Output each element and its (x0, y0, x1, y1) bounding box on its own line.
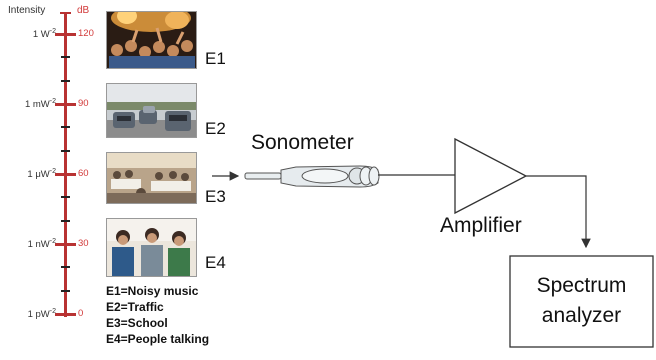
intensity-label-60: 1 μW-2 (27, 168, 56, 181)
example-label-e4: E4 (205, 253, 226, 272)
db-label-30: 30 (78, 238, 89, 249)
intensity-label-30: 1 nW-2 (27, 238, 56, 251)
amplifier-label: Amplifier (440, 214, 522, 237)
decibel-scale (55, 12, 76, 317)
spectrum-analyzer-box (509, 255, 654, 348)
example-label-e1: E1 (205, 49, 226, 68)
db-label-120: 120 (78, 28, 94, 39)
spectrum-analyzer-line2: analyzer (541, 304, 622, 327)
db-label-60: 60 (78, 168, 89, 179)
spectrum-analyzer-label: Spectrum analyzer (510, 271, 653, 331)
legend-item-e4: E4=People talking (106, 332, 210, 346)
people-talking-photo (106, 218, 197, 277)
intensity-label-120: 1 W-2 (32, 28, 56, 41)
intensity-axis-header: Intensity (8, 5, 46, 16)
example-label-e3: E3 (205, 187, 226, 206)
sonometer-device (244, 165, 380, 188)
legend-item-e3: E3=School (106, 316, 168, 330)
school-photo (106, 152, 197, 204)
legend-item-e1: E1=Noisy music (106, 284, 199, 298)
intensity-label-0: 1 pW-2 (27, 308, 56, 321)
db-label-0: 0 (78, 308, 84, 319)
db-label-90: 90 (78, 98, 89, 109)
sonometer-label: Sonometer (251, 131, 354, 154)
intensity-label-90: 1 mW-2 (24, 98, 56, 111)
amplifier-symbol (454, 137, 528, 215)
noisy-music-photo (106, 11, 197, 69)
example-label-e2: E2 (205, 119, 226, 138)
spectrum-analyzer-line1: Spectrum (536, 274, 627, 297)
legend-item-e2: E2=Traffic (106, 300, 164, 314)
example-legend: E1=Noisy music E2=Traffic E3=School E4=P… (106, 283, 209, 347)
db-axis-header: dB (77, 5, 90, 16)
traffic-photo (106, 83, 197, 138)
